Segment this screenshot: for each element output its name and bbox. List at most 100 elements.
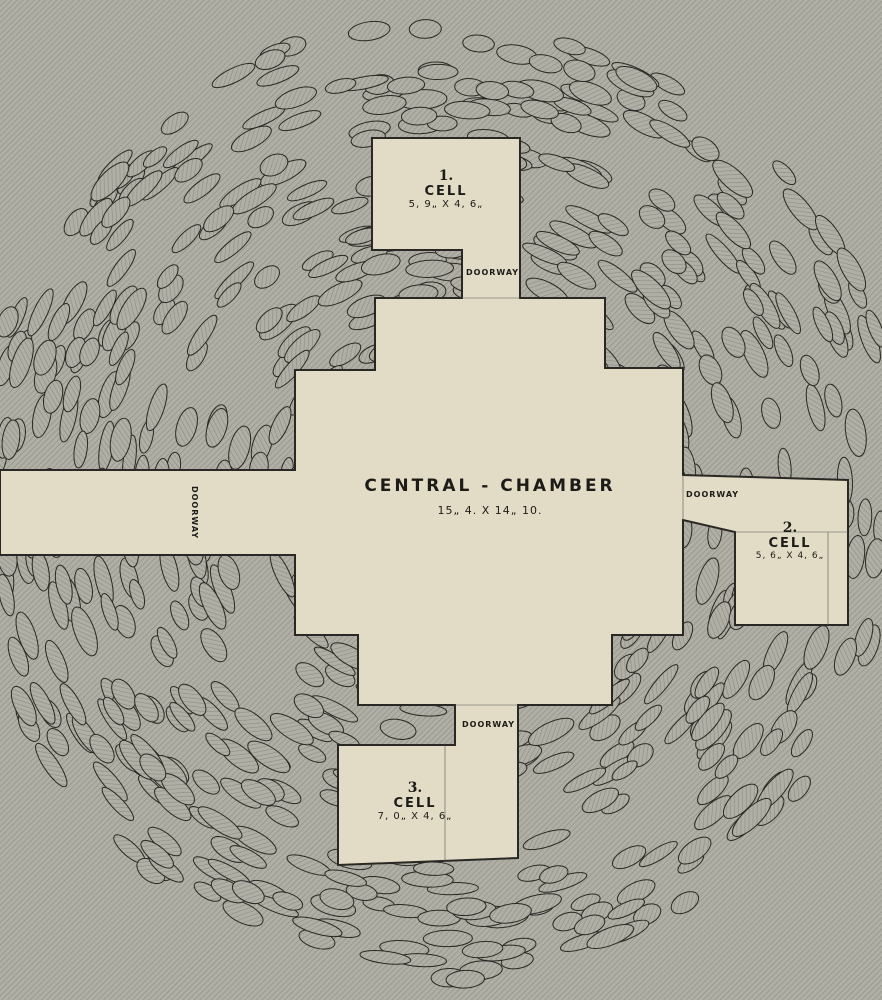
stone (853, 618, 874, 657)
stone (638, 840, 678, 868)
stone (240, 779, 276, 806)
cell-1-label: 1. CELL 5, 9„ X 4, 6„ (372, 168, 520, 210)
stone (813, 260, 842, 302)
stone (443, 100, 491, 120)
stone (722, 659, 751, 699)
stone (721, 326, 746, 358)
cell-2-title: CELL (768, 536, 812, 551)
doorway-1-label: DOORWAY (466, 268, 520, 277)
stone (386, 76, 426, 95)
stone (203, 205, 235, 233)
stone (694, 666, 720, 699)
stone (319, 888, 355, 911)
stone (169, 701, 196, 732)
stone (231, 880, 265, 905)
cell-3-dims: 7, 0„ X 4, 6„ (377, 811, 453, 822)
stone (677, 836, 712, 865)
stone (106, 218, 134, 251)
stone (0, 306, 19, 338)
stone (71, 606, 98, 657)
stone (161, 300, 188, 335)
stone (857, 498, 873, 537)
cell-2-dims: 5, 6„ X 4, 6„ (755, 551, 825, 561)
stone (292, 916, 343, 938)
stone (597, 213, 629, 237)
stone (230, 125, 272, 153)
stone (200, 628, 228, 663)
stone (10, 685, 37, 727)
stone (106, 249, 136, 287)
stone (710, 382, 734, 424)
stone (205, 408, 229, 448)
stone (588, 230, 623, 257)
stone (170, 600, 190, 631)
stone (631, 269, 671, 310)
stone (59, 683, 87, 726)
stone (360, 253, 401, 276)
cell-2-number: 2. (782, 520, 798, 536)
stone (115, 348, 136, 386)
cell-1-dims: 5, 9„ X 4, 6„ (408, 199, 484, 210)
stone (298, 743, 327, 763)
stone (615, 65, 658, 92)
stone (269, 713, 314, 746)
stone (586, 923, 635, 950)
stone (697, 774, 729, 806)
stone (769, 240, 797, 275)
stone (715, 211, 752, 250)
stone (422, 929, 473, 948)
stone (15, 611, 39, 660)
stone (274, 86, 317, 110)
stone (308, 254, 349, 278)
stone (359, 950, 412, 965)
stone (73, 430, 89, 469)
stone (844, 408, 867, 457)
stone (175, 407, 198, 447)
stone (538, 153, 576, 173)
doorway-lines (444, 297, 848, 862)
stone (462, 34, 495, 53)
stone (824, 383, 843, 418)
stone (100, 593, 119, 631)
stone (222, 899, 264, 927)
stone (162, 139, 199, 169)
stone (865, 538, 882, 579)
stone (833, 637, 857, 676)
stone (634, 704, 663, 731)
stone (607, 898, 646, 920)
stone (255, 307, 283, 334)
stone (553, 37, 586, 56)
stone (742, 288, 764, 316)
stone (156, 264, 179, 289)
stone (563, 767, 607, 793)
stone (347, 20, 391, 42)
stone (665, 230, 692, 256)
stone (573, 914, 606, 936)
stone (790, 729, 813, 758)
stone (731, 797, 772, 837)
stone (214, 231, 252, 264)
stone (649, 119, 691, 148)
stone (865, 309, 882, 348)
stone (475, 80, 510, 101)
cell-3-number: 3. (407, 780, 423, 796)
stone (568, 80, 612, 106)
doorway-2-label: DOORWAY (686, 490, 740, 499)
stone (650, 72, 686, 96)
stone (698, 742, 725, 771)
stone (648, 188, 676, 212)
stone (268, 406, 292, 445)
stone (142, 146, 168, 168)
stone (216, 282, 242, 308)
stone (134, 693, 159, 723)
stone (773, 334, 794, 368)
stone (160, 111, 189, 135)
stone (79, 337, 100, 367)
stone (533, 751, 575, 774)
stone (695, 557, 720, 605)
stone (611, 845, 647, 870)
stone (775, 292, 801, 335)
stone (211, 62, 256, 89)
stone (139, 753, 167, 782)
stone (626, 647, 649, 673)
